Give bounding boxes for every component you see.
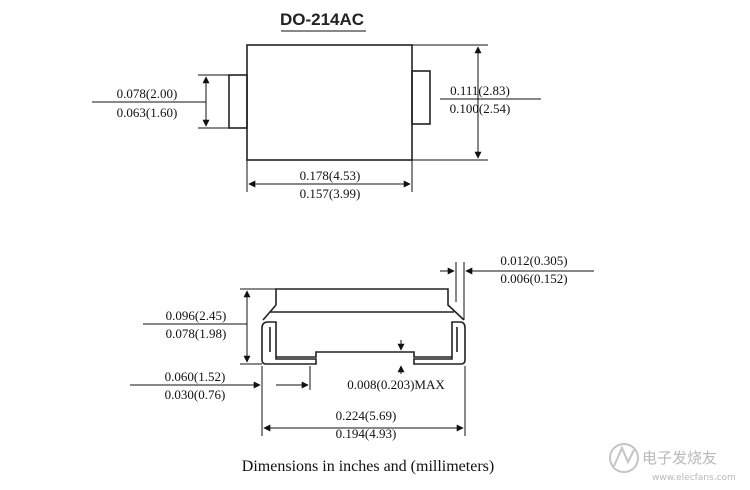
lead-height-max-label: 0.078(2.00) (117, 86, 178, 101)
body-length-max-label: 0.178(4.53) (300, 168, 361, 183)
package-title: DO-214AC (280, 10, 364, 29)
body-thickness-max-label: 0.096(2.45) (166, 308, 227, 323)
side-view-body-chamfer (262, 304, 277, 321)
side-view-body-top (275, 288, 465, 321)
overall-length-max-label: 0.224(5.69) (336, 408, 397, 423)
body-height-max-label: 0.111(2.83) (450, 83, 510, 98)
lead-length-max-label: 0.060(1.52) (165, 369, 226, 384)
units-caption: Dimensions in inches and (millimeters) (242, 458, 494, 475)
watermark-url: www.elecfans.com (652, 473, 736, 483)
overall-length-min-label: 0.194(4.93) (336, 426, 397, 441)
watermark-logo-mark (613, 445, 635, 467)
lead-length-min-label: 0.030(0.76) (165, 387, 226, 402)
watermark-text: 电子发烧友 (642, 449, 717, 467)
side-view-right-lead (413, 321, 466, 365)
side-view-left-lead (261, 321, 317, 365)
lead-thickness-min-label: 0.006(0.152) (500, 271, 567, 286)
watermark: 电子发烧友 www.elecfans.com (609, 443, 736, 483)
top-view-right-lead (411, 70, 431, 125)
body-length-min-label: 0.157(3.99) (300, 186, 361, 201)
top-view-body (246, 44, 413, 161)
top-view-left-lead (228, 74, 248, 129)
top-view: 0.078(2.00) 0.063(1.60) 0.111(2.83) 0.10… (92, 44, 541, 201)
body-thickness-min-label: 0.078(1.98) (166, 326, 227, 341)
standoff-label: 0.008(0.203)MAX (347, 377, 445, 392)
side-view-body-bottom (276, 351, 452, 358)
watermark-logo-icon (609, 443, 639, 473)
body-height-min-label: 0.100(2.54) (450, 101, 511, 116)
side-view: 0.012(0.305) 0.006(0.152) 0.096(2.45) 0.… (130, 253, 594, 441)
lead-thickness-max-label: 0.012(0.305) (500, 253, 567, 268)
lead-height-min-label: 0.063(1.60) (117, 105, 178, 120)
